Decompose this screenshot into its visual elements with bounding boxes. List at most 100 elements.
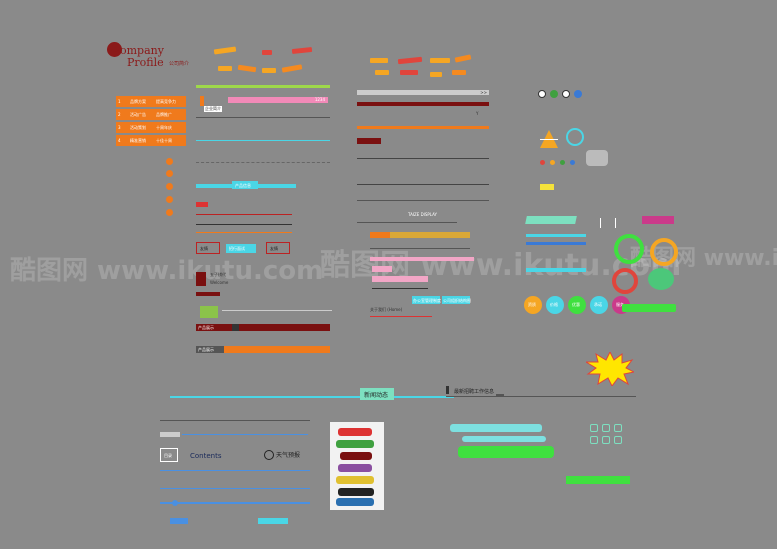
animal-icon xyxy=(538,90,546,98)
logo-circle xyxy=(107,42,122,57)
bullet-icon xyxy=(166,158,173,165)
header-bar: >> xyxy=(357,90,489,95)
divider xyxy=(196,140,330,141)
button[interactable] xyxy=(170,518,188,524)
section-title[interactable]: 新闻动态 xyxy=(360,388,394,400)
bullet-icon xyxy=(166,170,173,177)
header-right: Y xyxy=(476,111,479,116)
dot-strip xyxy=(540,160,580,166)
brush-stroke xyxy=(450,424,542,432)
section-marker xyxy=(446,386,449,394)
divider xyxy=(222,310,332,311)
pink-tag[interactable] xyxy=(372,266,392,272)
arrow-icon-grid xyxy=(590,424,624,448)
title-tab[interactable] xyxy=(357,138,381,144)
tab-box[interactable]: 目录 xyxy=(160,448,178,462)
infographic-panel: 资质 价格 优惠 承诺 服务 xyxy=(522,212,682,322)
pink-bar xyxy=(370,257,474,261)
title-label: 企业简介 xyxy=(204,106,222,112)
orange-line xyxy=(357,126,489,129)
divider xyxy=(357,200,489,201)
badge[interactable]: 资质 xyxy=(524,296,542,314)
divider xyxy=(196,214,292,215)
bullet-icon xyxy=(166,183,173,190)
divider xyxy=(370,248,470,249)
small-bar xyxy=(196,292,220,296)
gold-tab[interactable] xyxy=(370,232,390,238)
ribbon xyxy=(218,66,232,71)
search-bar[interactable] xyxy=(622,304,676,312)
animal-icon xyxy=(574,90,582,98)
weather-icon xyxy=(264,450,274,460)
ribbon xyxy=(430,72,442,77)
slider-handle[interactable] xyxy=(172,500,178,506)
green-bar xyxy=(196,85,330,88)
caption-block xyxy=(196,272,206,286)
badge[interactable]: 承诺 xyxy=(590,296,608,314)
logo-line2: Profile xyxy=(127,56,164,69)
nav-button[interactable]: 办公室管理制度 xyxy=(412,296,441,304)
list-item[interactable]: 1 品牌方案 提高竞争力 xyxy=(116,96,186,107)
list-item[interactable]: 3 活动策划 十周年庆 xyxy=(116,122,186,133)
button-right[interactable]: 友情 xyxy=(266,242,290,254)
ribbon xyxy=(370,58,388,63)
ribbon xyxy=(262,68,276,73)
header-bar xyxy=(357,102,489,106)
divider xyxy=(160,470,310,471)
button[interactable] xyxy=(258,518,288,524)
ribbon xyxy=(281,64,303,73)
ribbon xyxy=(375,70,389,75)
caption-b: Welcome xyxy=(210,280,229,285)
input-value: 1234 xyxy=(314,97,325,102)
product-bar[interactable]: 产品展示 xyxy=(196,346,330,353)
ring-chart xyxy=(650,238,678,266)
animal-icon xyxy=(562,90,570,98)
pyramid-icon xyxy=(540,130,558,148)
divider xyxy=(357,158,489,159)
pink-bar xyxy=(372,276,428,282)
divider xyxy=(196,232,292,233)
divider xyxy=(196,224,292,225)
button-left[interactable]: 友情 xyxy=(196,242,220,254)
divider xyxy=(357,184,489,185)
legend-swatch xyxy=(540,184,554,190)
tab-label[interactable] xyxy=(160,432,180,437)
badge[interactable]: 价格 xyxy=(546,296,564,314)
swatch-panel xyxy=(330,422,384,510)
list-item[interactable]: 4 精准营销 十佳十周 xyxy=(116,135,186,146)
display-label: TAIZE DISPLAY xyxy=(408,212,437,217)
section-line xyxy=(170,396,360,398)
bullet-icon xyxy=(166,196,173,203)
ribbon xyxy=(430,58,450,63)
ribbon xyxy=(291,46,313,55)
pink-input[interactable]: 1234 xyxy=(228,97,328,103)
ring-chart xyxy=(612,268,638,294)
section-line xyxy=(446,396,636,397)
tag[interactable]: 产品信息 xyxy=(232,181,258,189)
badge[interactable]: 优惠 xyxy=(568,296,586,314)
section-title: 最新招聘工作信息 xyxy=(454,389,495,395)
caption-a: 五子棋代 xyxy=(210,272,226,277)
divider xyxy=(160,420,310,421)
weather-label: 天气预报 xyxy=(276,452,301,459)
divider xyxy=(160,488,310,489)
slider-track[interactable] xyxy=(160,502,310,504)
network-icon xyxy=(566,128,584,146)
divider xyxy=(372,288,428,289)
list-item[interactable]: 2 活动广告 品牌推广 xyxy=(116,109,186,120)
ribbon xyxy=(237,64,257,73)
section-line xyxy=(394,396,454,398)
nav-button[interactable]: 关于我们 (Home) xyxy=(370,307,403,312)
ribbon xyxy=(397,56,423,65)
bullet-icon xyxy=(166,209,173,216)
divider xyxy=(182,434,308,435)
product-bar[interactable]: 产品展示 xyxy=(196,324,330,331)
nav-button[interactable]: 公司组织结构图 xyxy=(442,296,471,304)
product-thumb xyxy=(200,306,218,318)
brush-stroke xyxy=(462,436,546,442)
ring-chart xyxy=(614,234,644,264)
button-mid[interactable]: 招行面试 xyxy=(226,244,256,253)
arrow-icon[interactable] xyxy=(232,324,239,331)
shield-icon xyxy=(648,268,674,290)
